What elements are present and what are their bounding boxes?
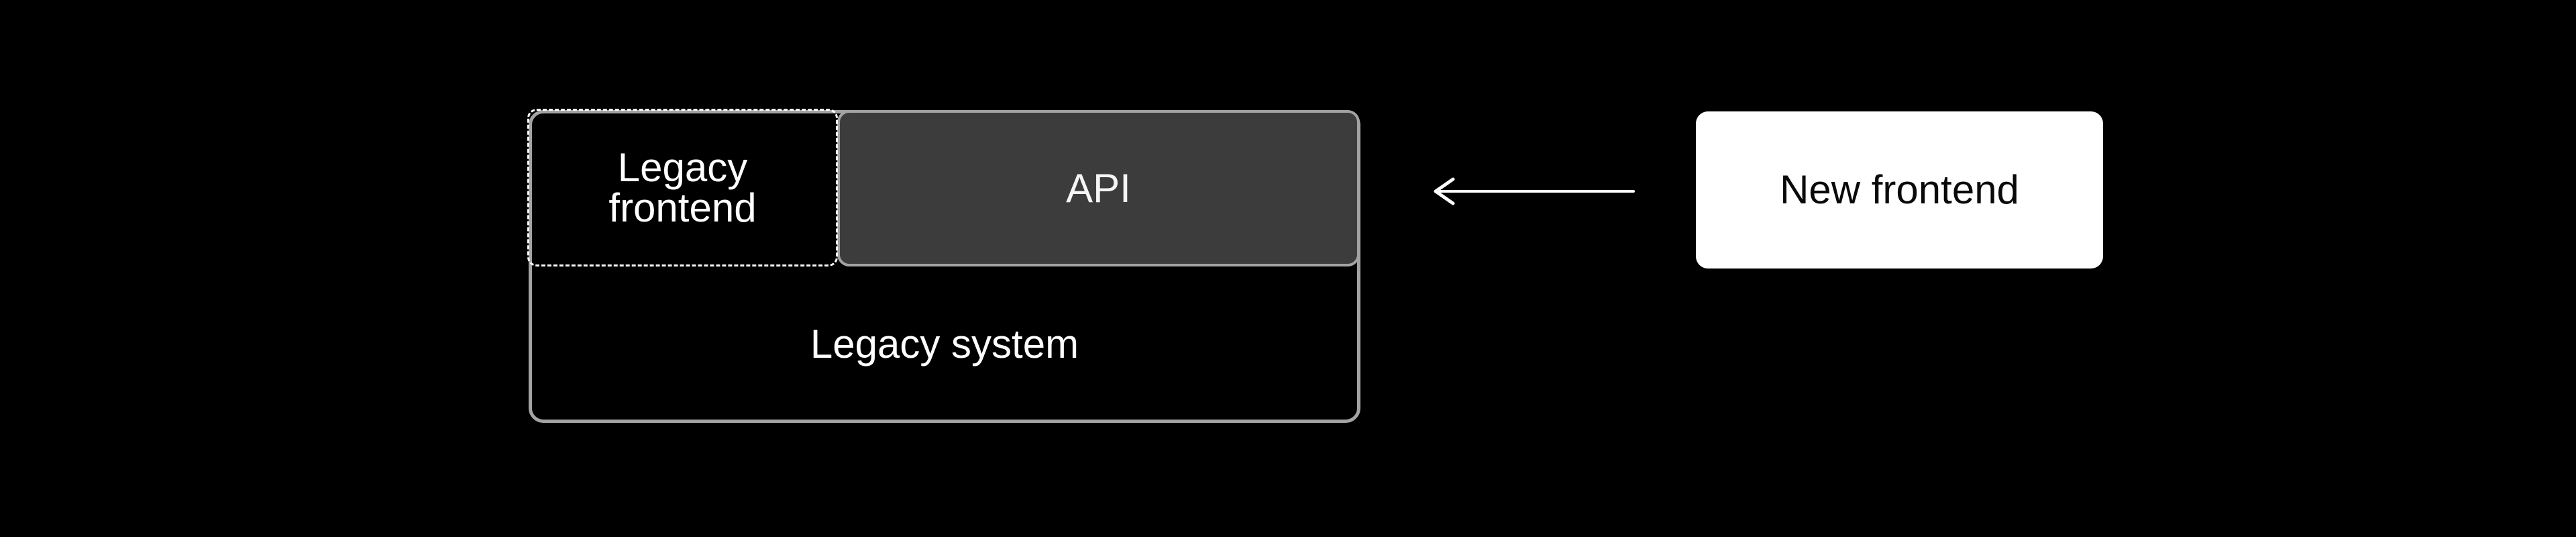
legacy-frontend-label: Legacy frontend <box>608 144 757 230</box>
legacy-frontend-box: Legacy frontend <box>527 109 838 266</box>
legacy-system-label: Legacy system <box>810 322 1079 367</box>
new-frontend-box: New frontend <box>1696 111 2103 268</box>
api-label: API <box>1066 165 1131 211</box>
legacy-system-label-zone: Legacy system <box>532 269 1357 420</box>
new-frontend-label: New frontend <box>1780 167 2019 212</box>
api-box: API <box>837 110 1360 266</box>
left-arrow-icon <box>1434 177 1635 205</box>
